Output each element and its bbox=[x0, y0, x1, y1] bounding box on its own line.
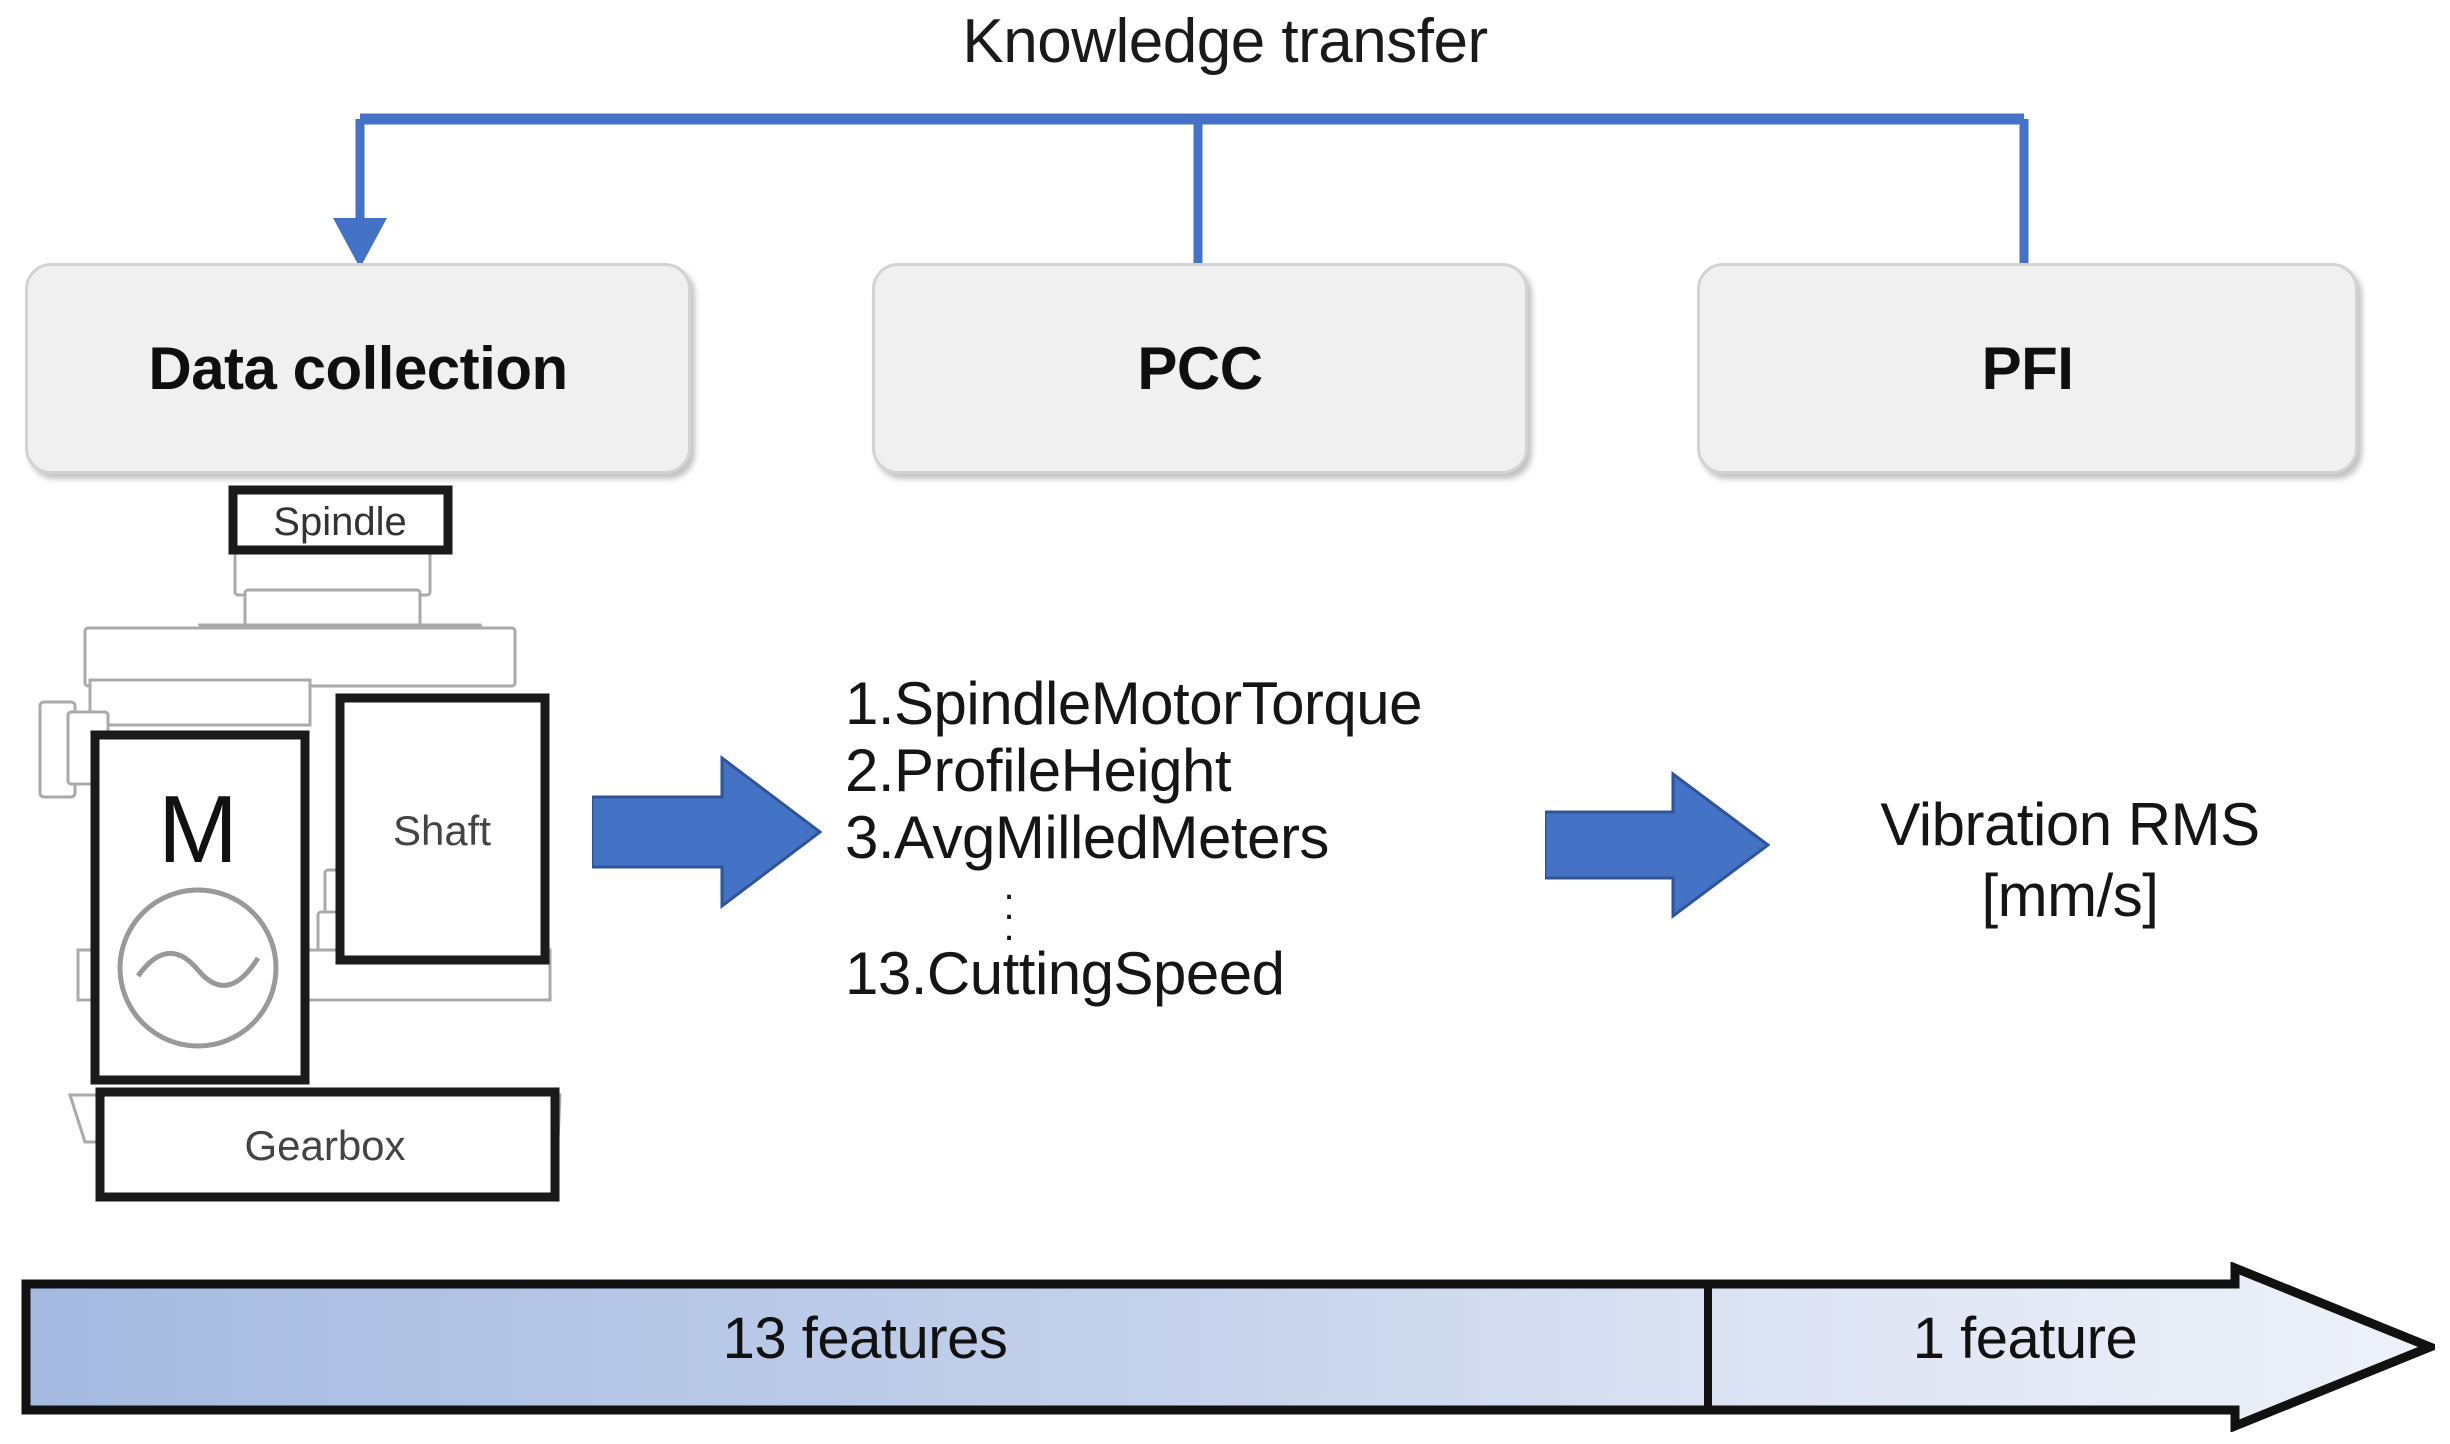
spindle-label: Spindle bbox=[273, 500, 406, 544]
feature-bar-label-right: 1 feature bbox=[1912, 1306, 2138, 1371]
motor-box bbox=[90, 730, 310, 1085]
stage-label-pfi: PFI bbox=[1981, 335, 2074, 402]
stage-box-pcc[interactable]: PCC bbox=[872, 263, 1528, 474]
stage-label-data-collection: Data collection bbox=[148, 335, 568, 402]
target-name: Vibration RMS bbox=[1880, 791, 2260, 858]
stage-label-pcc: PCC bbox=[1137, 335, 1263, 402]
arrowhead-down-icon bbox=[333, 218, 387, 268]
feature-item-2: 2.ProfileHeight bbox=[845, 737, 1232, 805]
sine-wave-icon bbox=[135, 951, 261, 988]
flow-arrow-to-target bbox=[1545, 771, 1770, 919]
feature-bar-shape bbox=[21, 1262, 2435, 1432]
feature-item-13: 13.CuttingSpeed bbox=[845, 939, 1285, 1007]
feature-count-bar bbox=[21, 1262, 2435, 1432]
knowledge-transfer-connectors bbox=[333, 113, 2029, 268]
feature-item-3: 3.AvgMilledMeters bbox=[845, 804, 1329, 872]
motor-label: M bbox=[158, 776, 238, 883]
gearbox-label: Gearbox bbox=[244, 1122, 405, 1169]
feature-bar-label-left: 13 features bbox=[722, 1306, 1008, 1371]
spindle-box bbox=[228, 485, 453, 555]
target-unit: [mm/s] bbox=[1981, 861, 2159, 929]
feature-item-1: 1.SpindleMotorTorque bbox=[845, 670, 1423, 737]
target-variable-label: Vibration RMS [mm/s] bbox=[1790, 790, 2350, 932]
machine-illustration: Spindle M Shaft Gearbox bbox=[38, 485, 562, 1202]
right-arrow-icon bbox=[592, 754, 822, 910]
shaft-label: Shaft bbox=[393, 807, 491, 854]
shaft-box bbox=[335, 693, 550, 965]
gearbox-box bbox=[95, 1087, 560, 1202]
flow-arrow-to-features bbox=[592, 754, 822, 910]
stage-box-data-collection[interactable]: Data collection bbox=[25, 263, 691, 474]
feature-list-ellipsis-icon: ... bbox=[1003, 863, 1017, 950]
diagram-title: Knowledge transfer bbox=[962, 7, 1488, 76]
stage-box-pfi[interactable]: PFI bbox=[1697, 263, 2358, 474]
feature-list: 1.SpindleMotorTorque 2.ProfileHeight 3.A… bbox=[845, 670, 1605, 1007]
right-arrow-icon bbox=[1545, 771, 1770, 919]
motor-symbol-circle-icon bbox=[117, 887, 279, 1049]
